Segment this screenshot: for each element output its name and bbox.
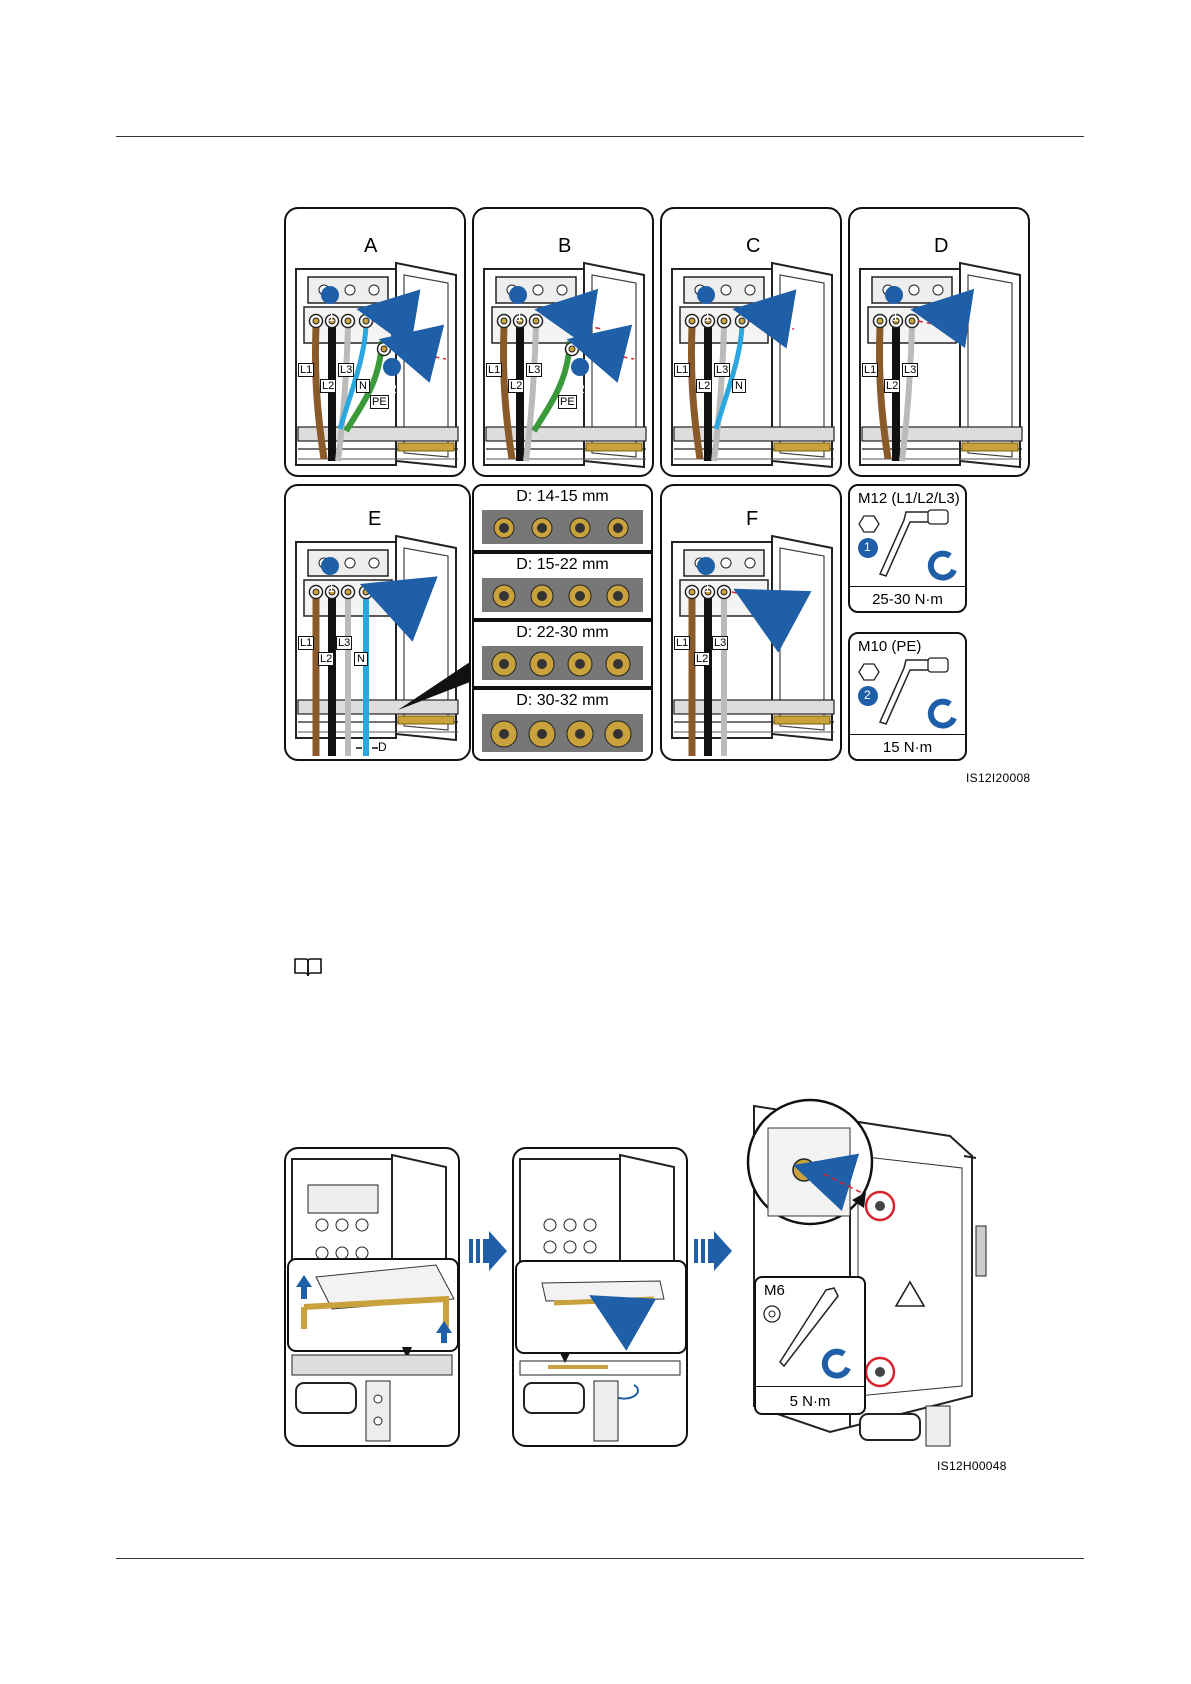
note-book-icon xyxy=(293,956,323,978)
panel-d-drawing xyxy=(850,209,1030,477)
panel-e: E 1 L1 L2 L3 N D xyxy=(284,484,471,761)
panel-c: C 1 L1 L2 L3 N xyxy=(660,207,842,477)
terminal-l2: L2 xyxy=(508,379,524,393)
terminal-l1: L1 xyxy=(298,636,314,650)
terminal-l1: L1 xyxy=(862,363,878,377)
terminal-strip-2 xyxy=(474,554,651,618)
tool-bolt-label: M6 xyxy=(764,1282,785,1299)
diameter-row-1: D: 14-15 mm xyxy=(472,484,653,552)
rotate-clockwise-icon xyxy=(825,1352,848,1376)
process-arrow-2 xyxy=(694,1231,734,1271)
torque-value: 15 N·m xyxy=(850,739,965,756)
step-badge-1: 1 xyxy=(892,310,899,324)
diameter-table: D: 14-15 mm D: 15-22 mm D: 22-30 mm xyxy=(472,484,653,761)
step-badge-1: 1 xyxy=(704,310,711,324)
step-badge-1: 1 xyxy=(704,581,711,595)
figure-wiring-steps: A 1 2 L1 L2 xyxy=(0,0,1191,800)
cover-step-2 xyxy=(512,1147,688,1447)
terminal-l1: L1 xyxy=(298,363,314,377)
terminal-l2: L2 xyxy=(320,379,336,393)
footer-rule xyxy=(116,1558,1084,1559)
tool-torque-value: 5 N·m xyxy=(756,1393,864,1410)
cover-step-1-drawing xyxy=(286,1149,460,1447)
terminal-l3: L3 xyxy=(902,363,918,377)
terminal-l2: L2 xyxy=(694,652,710,666)
panel-f-drawing xyxy=(662,486,842,761)
panel-e-drawing xyxy=(286,486,471,761)
terminal-l1: L1 xyxy=(674,363,690,377)
terminal-n: N xyxy=(732,379,746,393)
dimension-label-d: D xyxy=(378,740,387,754)
hex-key-drawing xyxy=(756,1278,864,1413)
wrench-icon xyxy=(880,512,930,576)
process-arrow-1 xyxy=(469,1231,509,1271)
terminal-l3: L3 xyxy=(712,636,728,650)
torque-step-badge: 1 xyxy=(864,540,871,554)
terminal-l2: L2 xyxy=(884,379,900,393)
step-badge-2: 2 xyxy=(390,382,397,396)
terminal-strip-3 xyxy=(474,622,651,686)
torque-separator xyxy=(850,586,965,587)
terminal-l3: L3 xyxy=(338,363,354,377)
inverter-drawing xyxy=(740,1096,990,1456)
cover-step-2-drawing xyxy=(514,1149,688,1447)
terminal-l3: L3 xyxy=(336,636,352,650)
panel-d: D 1 L1 L2 L3 xyxy=(848,207,1030,477)
torque-separator xyxy=(850,734,965,735)
terminal-l3: L3 xyxy=(714,363,730,377)
tool-separator xyxy=(756,1386,864,1387)
terminal-pe: PE xyxy=(558,395,577,409)
rotate-clockwise-icon xyxy=(931,554,954,578)
terminal-l2: L2 xyxy=(318,652,334,666)
figure-id-1: IS12I20008 xyxy=(966,771,1030,785)
terminal-strip-1 xyxy=(474,486,651,550)
hex-key-icon xyxy=(780,1288,838,1366)
terminal-l2: L2 xyxy=(696,379,712,393)
terminal-l1: L1 xyxy=(674,636,690,650)
diameter-row-2: D: 15-22 mm xyxy=(472,552,653,620)
figure-id-2: IS12H00048 xyxy=(937,1459,1007,1473)
warning-triangle-icon xyxy=(896,1282,924,1306)
diameter-row-4: D: 30-32 mm xyxy=(472,688,653,761)
torque-step-badge: 2 xyxy=(864,688,871,702)
terminal-strip-4 xyxy=(474,690,651,759)
panel-a-drawing xyxy=(286,209,466,477)
diameter-row-3: D: 22-30 mm xyxy=(472,620,653,688)
torque-value: 25-30 N·m xyxy=(850,591,965,608)
rotate-clockwise-icon xyxy=(931,702,954,726)
wrench-icon xyxy=(880,660,930,724)
terminal-l3: L3 xyxy=(526,363,542,377)
torque-box-m12: M12 (L1/L2/L3) 1 25-30 N·m xyxy=(848,484,967,613)
panel-b: B 1 2 L1 L2 L3 PE xyxy=(472,207,654,477)
terminal-n: N xyxy=(354,652,368,666)
panel-b-drawing xyxy=(474,209,654,477)
step-badge-2: 2 xyxy=(578,382,585,396)
terminal-n: N xyxy=(356,379,370,393)
panel-a: A 1 2 L1 L2 xyxy=(284,207,466,477)
torque-box-m6: M6 5 N·m xyxy=(754,1276,866,1415)
terminal-l1: L1 xyxy=(486,363,502,377)
step-badge-1: 1 xyxy=(328,310,335,324)
panel-f: F 1 L1 L2 L3 xyxy=(660,484,842,761)
step-badge-1: 1 xyxy=(328,581,335,595)
panel-c-drawing xyxy=(662,209,842,477)
cover-step-1 xyxy=(284,1147,460,1447)
hex-icon xyxy=(859,664,879,680)
terminal-pe: PE xyxy=(370,395,389,409)
hex-icon xyxy=(859,516,879,532)
step-badge-1: 1 xyxy=(516,310,523,324)
screw-icon xyxy=(764,1306,780,1322)
torque-box-m10: M10 (PE) 2 15 N·m xyxy=(848,632,967,761)
cover-step-3 xyxy=(740,1096,990,1456)
